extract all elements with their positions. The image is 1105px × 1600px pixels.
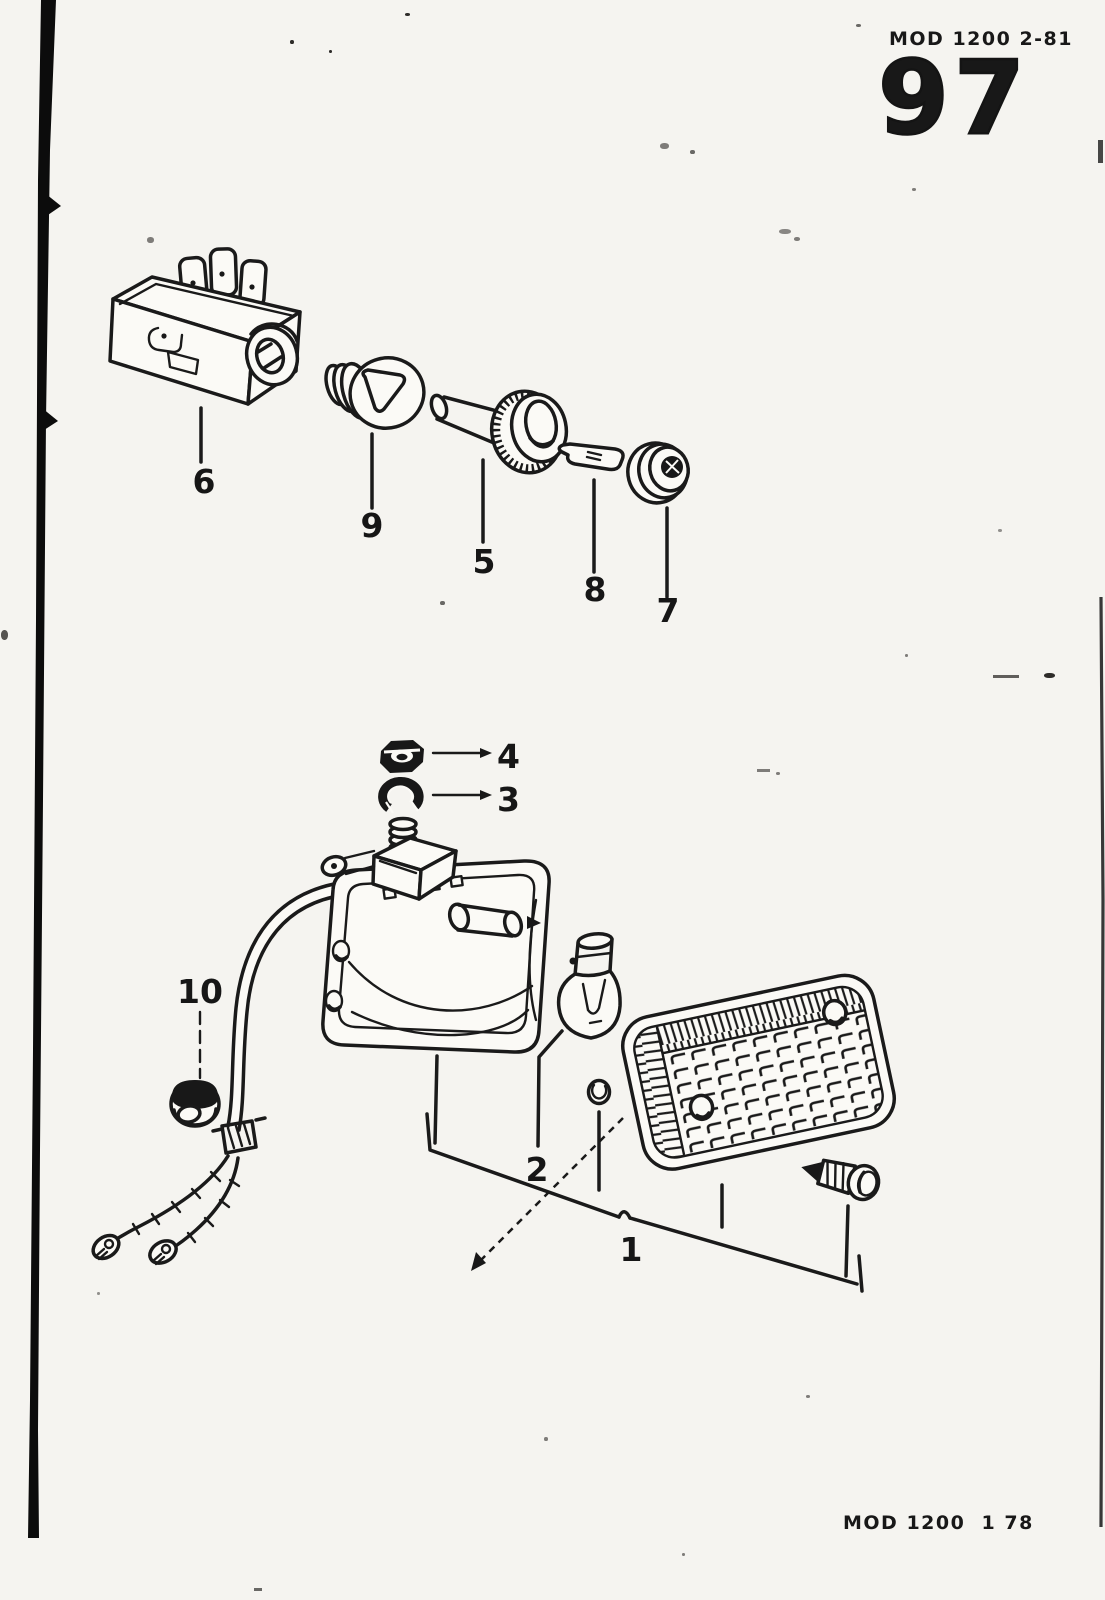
grommet-10 [169, 1010, 221, 1128]
page-number: 97 [877, 39, 1030, 158]
relay-flasher-unit [108, 247, 302, 464]
hex-nut-4 [380, 740, 492, 773]
lens-1 [621, 973, 896, 1171]
mount-block [371, 836, 458, 901]
cap-knob-7 [626, 441, 690, 599]
direction-arrow [471, 1117, 624, 1271]
lamp-housing [320, 836, 551, 1145]
speck [806, 1395, 810, 1398]
lens-face [630, 982, 887, 1162]
bracket-group-1 [425, 1112, 864, 1293]
speck [757, 769, 770, 772]
callout-2: 2 [526, 1150, 549, 1189]
arrow-to-3 [431, 790, 492, 800]
page-edge-line [1098, 140, 1105, 1528]
bayonet-pin [569, 957, 577, 965]
leader-2 [536, 1029, 564, 1148]
doc-code-bottom: MOD 1200 1 78 [843, 1512, 1034, 1534]
speck [856, 24, 861, 27]
speck [794, 237, 800, 241]
pivot-bolt [320, 849, 376, 878]
bulb-seal-ring [586, 1078, 612, 1192]
speck [329, 50, 332, 53]
speck [290, 40, 294, 44]
wire-terminal-a [91, 1233, 121, 1261]
bulb-2 [536, 932, 622, 1148]
speck [776, 772, 780, 775]
callout-7: 7 [657, 591, 680, 630]
lock-washer-3 [378, 777, 492, 814]
callout-4: 4 [497, 737, 520, 776]
speck [254, 1588, 262, 1591]
grommet-bushing-9 [324, 356, 426, 510]
callout-9: 9 [361, 506, 384, 545]
speck [993, 675, 1019, 678]
contact-key-8 [557, 442, 625, 574]
speck [779, 229, 791, 234]
lens-screw-holes [688, 998, 848, 1122]
speck [905, 654, 908, 657]
speck [1044, 673, 1055, 678]
speck [97, 1292, 100, 1295]
housing-screw-tabs [324, 939, 351, 1013]
speck [690, 150, 695, 154]
speck [1, 630, 8, 640]
speck [912, 188, 916, 191]
leader-screw [844, 1204, 850, 1278]
speck [998, 529, 1002, 532]
speck [660, 143, 669, 149]
wiring-harness [91, 882, 336, 1266]
leader-housing [433, 1054, 439, 1145]
wire-a [108, 1154, 230, 1245]
speck [544, 1437, 548, 1441]
callout-8: 8 [584, 570, 607, 609]
speck [405, 13, 410, 16]
wire-terminal-b [148, 1239, 178, 1266]
switch-shaft-knob-5 [429, 389, 569, 544]
bulb-socket [447, 902, 541, 938]
callout-6: 6 [193, 462, 216, 501]
speck [682, 1553, 685, 1556]
callout-1: 1 [620, 1230, 643, 1269]
arrow-to-4 [431, 748, 492, 758]
callout-5: 5 [473, 542, 496, 581]
harness-collar [211, 1116, 267, 1155]
callout-3: 3 [497, 780, 520, 819]
fixing-screw [801, 1158, 881, 1202]
page-binding-bar [28, 0, 61, 1538]
doc-code-top: MOD 1200 2-81 [889, 28, 1073, 50]
speck [147, 237, 154, 243]
speck [440, 601, 445, 605]
callout-10: 10 [177, 972, 223, 1011]
